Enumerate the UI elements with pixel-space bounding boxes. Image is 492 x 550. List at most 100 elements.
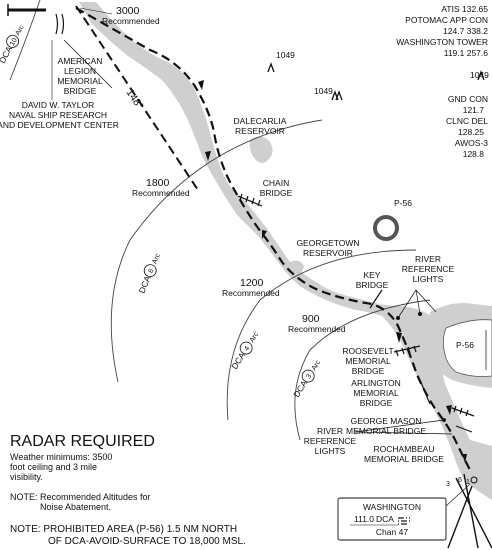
arc-number: 4 <box>243 345 251 352</box>
frequency-line: CLNC DEL <box>446 116 488 126</box>
dalecarlia-label: DALECARLIA RESERVOIR <box>234 116 287 136</box>
p56-south-label: P-56 <box>456 340 474 350</box>
vor-title: WASHINGTON <box>363 502 421 512</box>
track-arrow <box>205 151 211 161</box>
roosevelt-label: ROOSEVELT MEMORIAL BRIDGE <box>342 346 393 376</box>
note-prohibited-line: NOTE: PROHIBITED AREA (P-56) 1.5 NM NORT… <box>10 524 237 535</box>
dca-10-arc-label: DCA 10 Arc <box>0 24 26 65</box>
morse-code-icon <box>398 517 410 525</box>
label-line: BRIDGE <box>360 398 393 408</box>
reference-lights-leaders <box>63 39 453 435</box>
label-line: BRIDGE <box>352 366 385 376</box>
vor-channel: Chan 47 <box>376 527 408 537</box>
radar-required-title: RADAR REQUIRED <box>10 433 155 450</box>
rochambeau-label: ROCHAMBEAU MEMORIAL BRIDGE <box>364 444 444 464</box>
dca-4-arc <box>226 249 417 421</box>
label-line: GEORGETOWN <box>296 238 359 248</box>
label-line: AMERICAN <box>58 56 103 66</box>
altitude-900-note: Recommended <box>288 324 346 334</box>
note-recommended-line: Noise Abatement. <box>40 502 111 512</box>
frequency-line: 119.1 257.6 <box>444 48 489 58</box>
runway-label: 3 <box>446 481 450 488</box>
label-line: RIVER <box>415 254 441 264</box>
american-legion-label: AMERICAN LEGION MEMORIAL BRIDGE <box>57 56 103 96</box>
arc-suffix: Arc <box>249 331 261 344</box>
obstacle-elevation: 1049 <box>314 86 333 96</box>
label-line: RIVER <box>317 426 343 436</box>
arc-number-circle <box>239 341 253 355</box>
track-arrow <box>396 332 402 343</box>
p56-north-circle <box>373 215 399 241</box>
vor-leader <box>445 483 471 507</box>
vor-box-outline <box>337 497 447 541</box>
track-arrow <box>462 454 467 463</box>
frequency-line: WASHINGTON TOWER <box>396 37 488 47</box>
label-line: LIGHTS <box>413 274 444 284</box>
label-line: LIGHTS <box>315 446 346 456</box>
potomac-river <box>79 2 492 500</box>
runway-label: 6 <box>458 477 462 484</box>
arc-number-circle <box>301 369 315 383</box>
dca-3-arc-label: DCA 3 Arc <box>291 359 323 399</box>
obstacle-symbols <box>267 62 485 101</box>
track-arrow <box>262 230 267 239</box>
arc-number: 6 <box>148 268 156 274</box>
altitude-1800: 1800 <box>146 177 170 189</box>
georgetown-label: GEORGETOWN RESERVOIR <box>296 238 359 258</box>
altitude-1800-note: Recommended <box>132 188 190 198</box>
track-arrow <box>198 80 204 90</box>
frequency-box-mid: GND CON 121.7 CLNC DEL 128.25 AWOS-3 128… <box>446 94 488 159</box>
key-bridge-symbol <box>369 289 383 309</box>
note-prohibited-line: OF DCA-AVOID-SURFACE TO 18,000 MSL. <box>48 536 246 547</box>
note-recommended-line: NOTE: Recommended Altitudes for <box>10 492 151 502</box>
label-line: RESERVOIR <box>235 126 285 136</box>
weather-minimums-line: visibility. <box>10 472 43 482</box>
label-line: ROCHAMBEAU <box>374 444 435 454</box>
label-line: REFERENCE <box>402 264 455 274</box>
label-line: MEMORIAL <box>57 76 103 86</box>
course-label: 148° <box>124 87 146 112</box>
dalecarlia-reservoir-shape <box>249 136 273 163</box>
vor-info-box: WASHINGTON 111.0 DCA Chan 47 <box>337 497 447 541</box>
frequency-box-top: ATIS 132.65 POTOMAC APP CON 124.7 338.2 … <box>396 4 488 58</box>
rochambeau-bridge-symbol <box>455 425 473 433</box>
obstacle-icon <box>331 90 343 101</box>
key-bridge-label: KEY BRIDGE <box>356 270 389 290</box>
vor-frequency: 111.0 <box>354 514 374 524</box>
visual-track <box>75 7 471 471</box>
frequency-line: POTOMAC APP CON <box>405 15 488 25</box>
reference-lights-symbols <box>396 312 446 422</box>
frequency-line: 121.7 <box>463 105 485 115</box>
arc-number: 3 <box>305 373 313 380</box>
altitude-1200-note: Recommended <box>222 288 280 298</box>
label-line: RESERVOIR <box>303 248 353 258</box>
label-line: MEMORIAL BRIDGE <box>346 426 426 436</box>
reference-light-symbol <box>396 316 400 320</box>
p56-north-label: P-56 <box>394 198 412 208</box>
reference-light-symbol <box>442 418 446 422</box>
chain-bridge-symbol <box>237 193 263 207</box>
label-line: MEMORIAL BRIDGE <box>364 454 444 464</box>
label-line: ROOSEVELT <box>342 346 393 356</box>
roosevelt-bridge-symbol <box>393 345 421 357</box>
label-line: DAVID W. TAYLOR <box>22 100 95 110</box>
frequency-line: 128.25 <box>458 127 484 137</box>
altitude-3000: 3000 <box>116 5 140 17</box>
label-line: BRIDGE <box>64 86 97 96</box>
label-line: BRIDGE <box>260 188 293 198</box>
arc-suffix: Arc <box>15 24 26 37</box>
runway-label: 1 <box>466 479 470 486</box>
obstacle-elevation: 1049 <box>470 70 489 80</box>
track-arrows <box>198 80 467 463</box>
label-line: REFERENCE <box>304 436 357 446</box>
obstacle-elevation: 1049 <box>276 50 295 60</box>
bridges <box>55 13 475 433</box>
arc-suffix: Arc <box>311 359 323 372</box>
label-line: AND DEVELOPMENT CENTER <box>0 120 119 130</box>
arlington-label: ARLINGTON MEMORIAL BRIDGE <box>351 378 400 408</box>
dca-4-arc-label: DCA 4 Arc <box>229 331 261 371</box>
frequency-line: 128.8 <box>463 149 485 159</box>
dca-6-arc <box>110 119 323 383</box>
label-line: KEY <box>363 270 380 280</box>
